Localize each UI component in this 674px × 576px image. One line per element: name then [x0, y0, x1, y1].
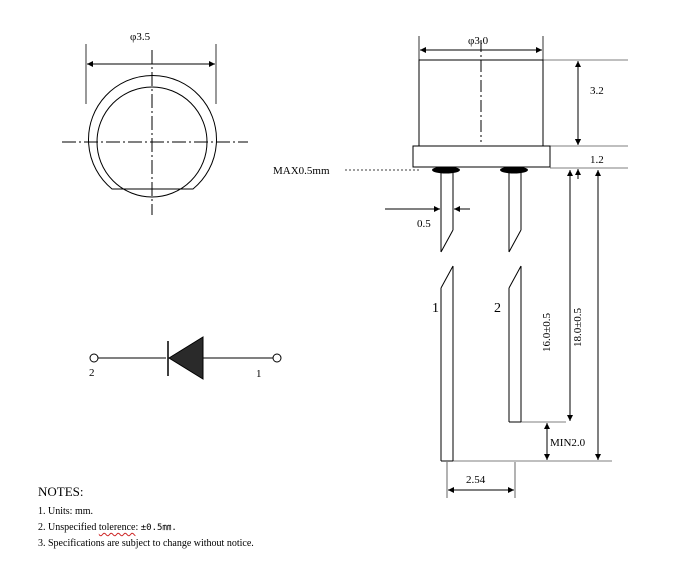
lead1-pad [432, 166, 460, 174]
pin-left-label: 2 [89, 367, 95, 379]
pin2-terminal [89, 353, 99, 363]
pin1-terminal [272, 353, 282, 363]
top-view-outer-outline [88, 74, 217, 190]
lead2-label: 2 [494, 301, 501, 316]
lead2-pad [500, 166, 528, 174]
notes-title: NOTES: [38, 484, 84, 499]
side-view [345, 36, 628, 498]
lead-width-label: 0.5 [417, 218, 431, 230]
note-tolerance-value: ±0.5㎜. [140, 523, 177, 533]
note-tolerance-suffix: : [135, 522, 141, 533]
notes-section: NOTES: 1. Units: mm. 2. Unspecified tole… [38, 484, 254, 552]
note-tolerance-word: tolerence [98, 522, 136, 533]
lead1-break-bottom [440, 265, 454, 289]
pin-right-label: 1 [256, 368, 262, 380]
diode-symbol [89, 336, 282, 380]
lead2-break-top [508, 229, 522, 253]
note-tolerance: 2. Unspecified tolerence: ±0.5㎜. [38, 520, 254, 536]
led-flange [412, 145, 551, 168]
body-height-label: 3.2 [590, 85, 604, 97]
lead1-label: 1 [432, 301, 439, 316]
note-tolerance-prefix: 2. Unspecified [38, 522, 99, 533]
pitch-label: 2.54 [466, 474, 486, 486]
long-lead-label: 18.0±0.5 [572, 307, 584, 347]
max-label: MAX0.5mm [273, 165, 330, 177]
min-label: MIN2.0 [550, 437, 586, 449]
lead2-break-bottom [508, 265, 522, 289]
flange-height-label: 1.2 [590, 154, 604, 166]
side-diameter-label: φ3.0 [468, 35, 489, 47]
top-view [62, 44, 248, 215]
note-specifications: 3. Specifications are subject to change … [38, 538, 254, 549]
short-lead-label: 16.0±0.5 [541, 312, 553, 352]
top-view-diameter-label: φ3.5 [130, 31, 151, 43]
anode-triangle [168, 336, 204, 380]
note-units: 1. Units: mm. [38, 506, 94, 517]
lead1-break-top [440, 229, 454, 253]
